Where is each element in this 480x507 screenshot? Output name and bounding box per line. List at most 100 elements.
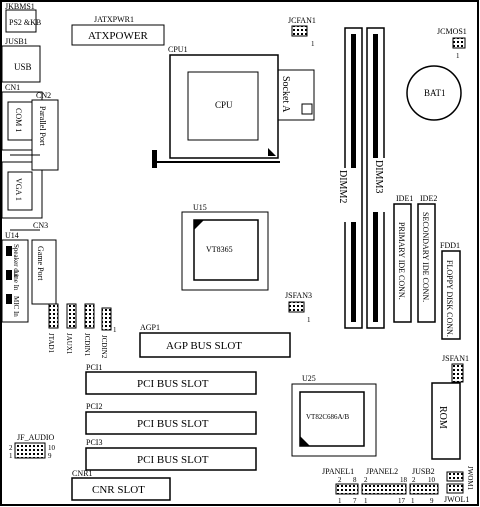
ps2kb-label: PS2 &KB — [9, 18, 41, 27]
u15-label: U15 — [193, 203, 207, 212]
socket-lever — [152, 150, 157, 168]
jusb2-pin10: 10 — [428, 476, 436, 484]
jpanel1-pin7: 7 — [353, 497, 357, 505]
parallel-port-label: Parallel Port — [38, 106, 47, 147]
jcfan1-header — [291, 25, 308, 37]
primary-ide-label: PRIMARY IDE CONN. — [397, 222, 406, 300]
jf-audio-label: JF_AUDIO — [17, 433, 55, 442]
atxpower-label: ATXPOWER — [88, 30, 149, 42]
jsfan1-header — [451, 363, 464, 383]
jpanel2-pin2: 2 — [364, 476, 368, 484]
jcmos1-pin-label: 1 — [456, 52, 460, 60]
ide1-label: IDE1 — [396, 194, 413, 203]
secondary-ide-label: SECONDARY IDE CONN. — [421, 212, 430, 302]
jaux1-header — [66, 303, 77, 329]
agp-slot — [139, 332, 291, 358]
jcdin1-label: JCDIN1 — [83, 333, 91, 357]
jwom1-label: JWOM1 — [466, 466, 474, 491]
jusb2-pin1: 1 — [411, 497, 415, 505]
jf-audio-pin9: 9 — [48, 452, 52, 460]
jf-audio-pin10: 10 — [48, 444, 56, 452]
jsfan3-label: JSFAN3 — [285, 291, 312, 300]
southbridge-chip — [299, 391, 365, 447]
speaker-out-label: Speaker out — [12, 244, 20, 277]
jf-audio-pin2: 2 — [9, 444, 13, 452]
ide2-label: IDE2 — [420, 194, 437, 203]
cpu-label: CPU — [215, 100, 233, 110]
jtad1-label: JTAD1 — [47, 333, 55, 354]
cn2-label: CN2 — [36, 91, 51, 100]
mic-in-label: MIC In — [12, 296, 20, 317]
pci2-slot-label: PCI BUS SLOT — [137, 418, 209, 430]
jwol1-header — [446, 483, 464, 494]
pci2-label: PCI2 — [86, 402, 102, 411]
agp1-label: AGP1 — [140, 323, 160, 332]
jf-audio-pin1: 1 — [9, 452, 13, 460]
u25-label: U25 — [302, 374, 316, 383]
pci1-label: PCI1 — [86, 363, 102, 372]
jusb2-pin2: 2 — [412, 476, 416, 484]
jcfan1-pin-label: 1 — [311, 40, 315, 48]
pci1-slot — [85, 371, 257, 395]
jf-audio-header — [14, 442, 46, 459]
jwol1-label: JWOL1 — [444, 495, 469, 504]
vga1-label: VGA 1 — [14, 178, 23, 201]
agp-slot-label: AGP BUS SLOT — [166, 340, 242, 352]
atx-power-connector — [71, 24, 165, 46]
cpu-pin1-marker — [268, 148, 276, 156]
jwom1-header — [446, 471, 464, 482]
jpanel2-label: JPANEL2 — [366, 467, 398, 476]
pci1-slot-label: PCI BUS SLOT — [137, 378, 209, 390]
bat1-label: BAT1 — [424, 88, 446, 98]
jpanel2-pin17: 17 — [398, 497, 406, 505]
cnr1-label: CNR1 — [72, 469, 92, 478]
jtad1-header — [48, 303, 59, 329]
jpanel1-label: JPANEL1 — [322, 467, 354, 476]
pci3-slot — [85, 447, 257, 471]
jcdin1-header — [84, 303, 95, 329]
usb-label: USB — [14, 62, 32, 72]
floppy-label: FLOPPY DISK CONN. — [445, 260, 454, 337]
com1-label: COM 1 — [14, 108, 23, 132]
socket-lever-base — [277, 69, 315, 121]
northbridge-chip — [193, 219, 259, 281]
northbridge-pin1-marker — [194, 220, 204, 230]
jpanel2-pin1: 1 — [364, 497, 368, 505]
game-port-label: Game Port — [36, 246, 45, 281]
left-io-strip — [1, 9, 59, 323]
jcdin2-header — [101, 307, 112, 331]
rom-label: ROM — [437, 406, 448, 429]
jcmos1-header — [452, 37, 466, 49]
jusb2-header — [409, 483, 439, 495]
jcdin2-pin-label: 1 — [113, 326, 117, 334]
jcdin2-label: JCDIN2 — [100, 335, 108, 359]
jatxpwr1-label: JATXPWR1 — [94, 15, 134, 24]
fdd1-label: FDD1 — [440, 241, 460, 250]
cnr-slot-label: CNR SLOT — [92, 484, 145, 496]
jusb1-label: JUSB1 — [5, 37, 28, 46]
jaux1-label: JAUX1 — [65, 333, 73, 355]
battery — [406, 65, 462, 121]
jsfan3-pin-label: 1 — [307, 316, 311, 324]
cn3-label: CN3 — [33, 221, 48, 230]
floppy-connector — [441, 250, 461, 340]
vt8365-label: VT8365 — [206, 245, 233, 254]
jpanel2-header — [361, 483, 407, 495]
pci3-slot-label: PCI BUS SLOT — [137, 454, 209, 466]
cn1-label: CN1 — [5, 83, 20, 92]
jkbms1-label: JKBMS1 — [5, 2, 35, 11]
jpanel1-header — [335, 483, 359, 495]
vt82c686-label: VT82C686A/B — [306, 413, 350, 421]
jsfan1-label: JSFAN1 — [442, 354, 469, 363]
jpanel2-pin18: 18 — [400, 476, 408, 484]
jusb2-pin9: 9 — [430, 497, 434, 505]
southbridge-pin1-marker — [300, 436, 310, 446]
cpu-socket-inner — [187, 71, 259, 141]
line-in-label: Line In — [12, 270, 20, 291]
cnr-slot — [71, 477, 171, 501]
primary-ide-connector — [393, 203, 412, 323]
jsfan3-header — [288, 301, 305, 313]
jusb2-label: JUSB2 — [412, 467, 435, 476]
